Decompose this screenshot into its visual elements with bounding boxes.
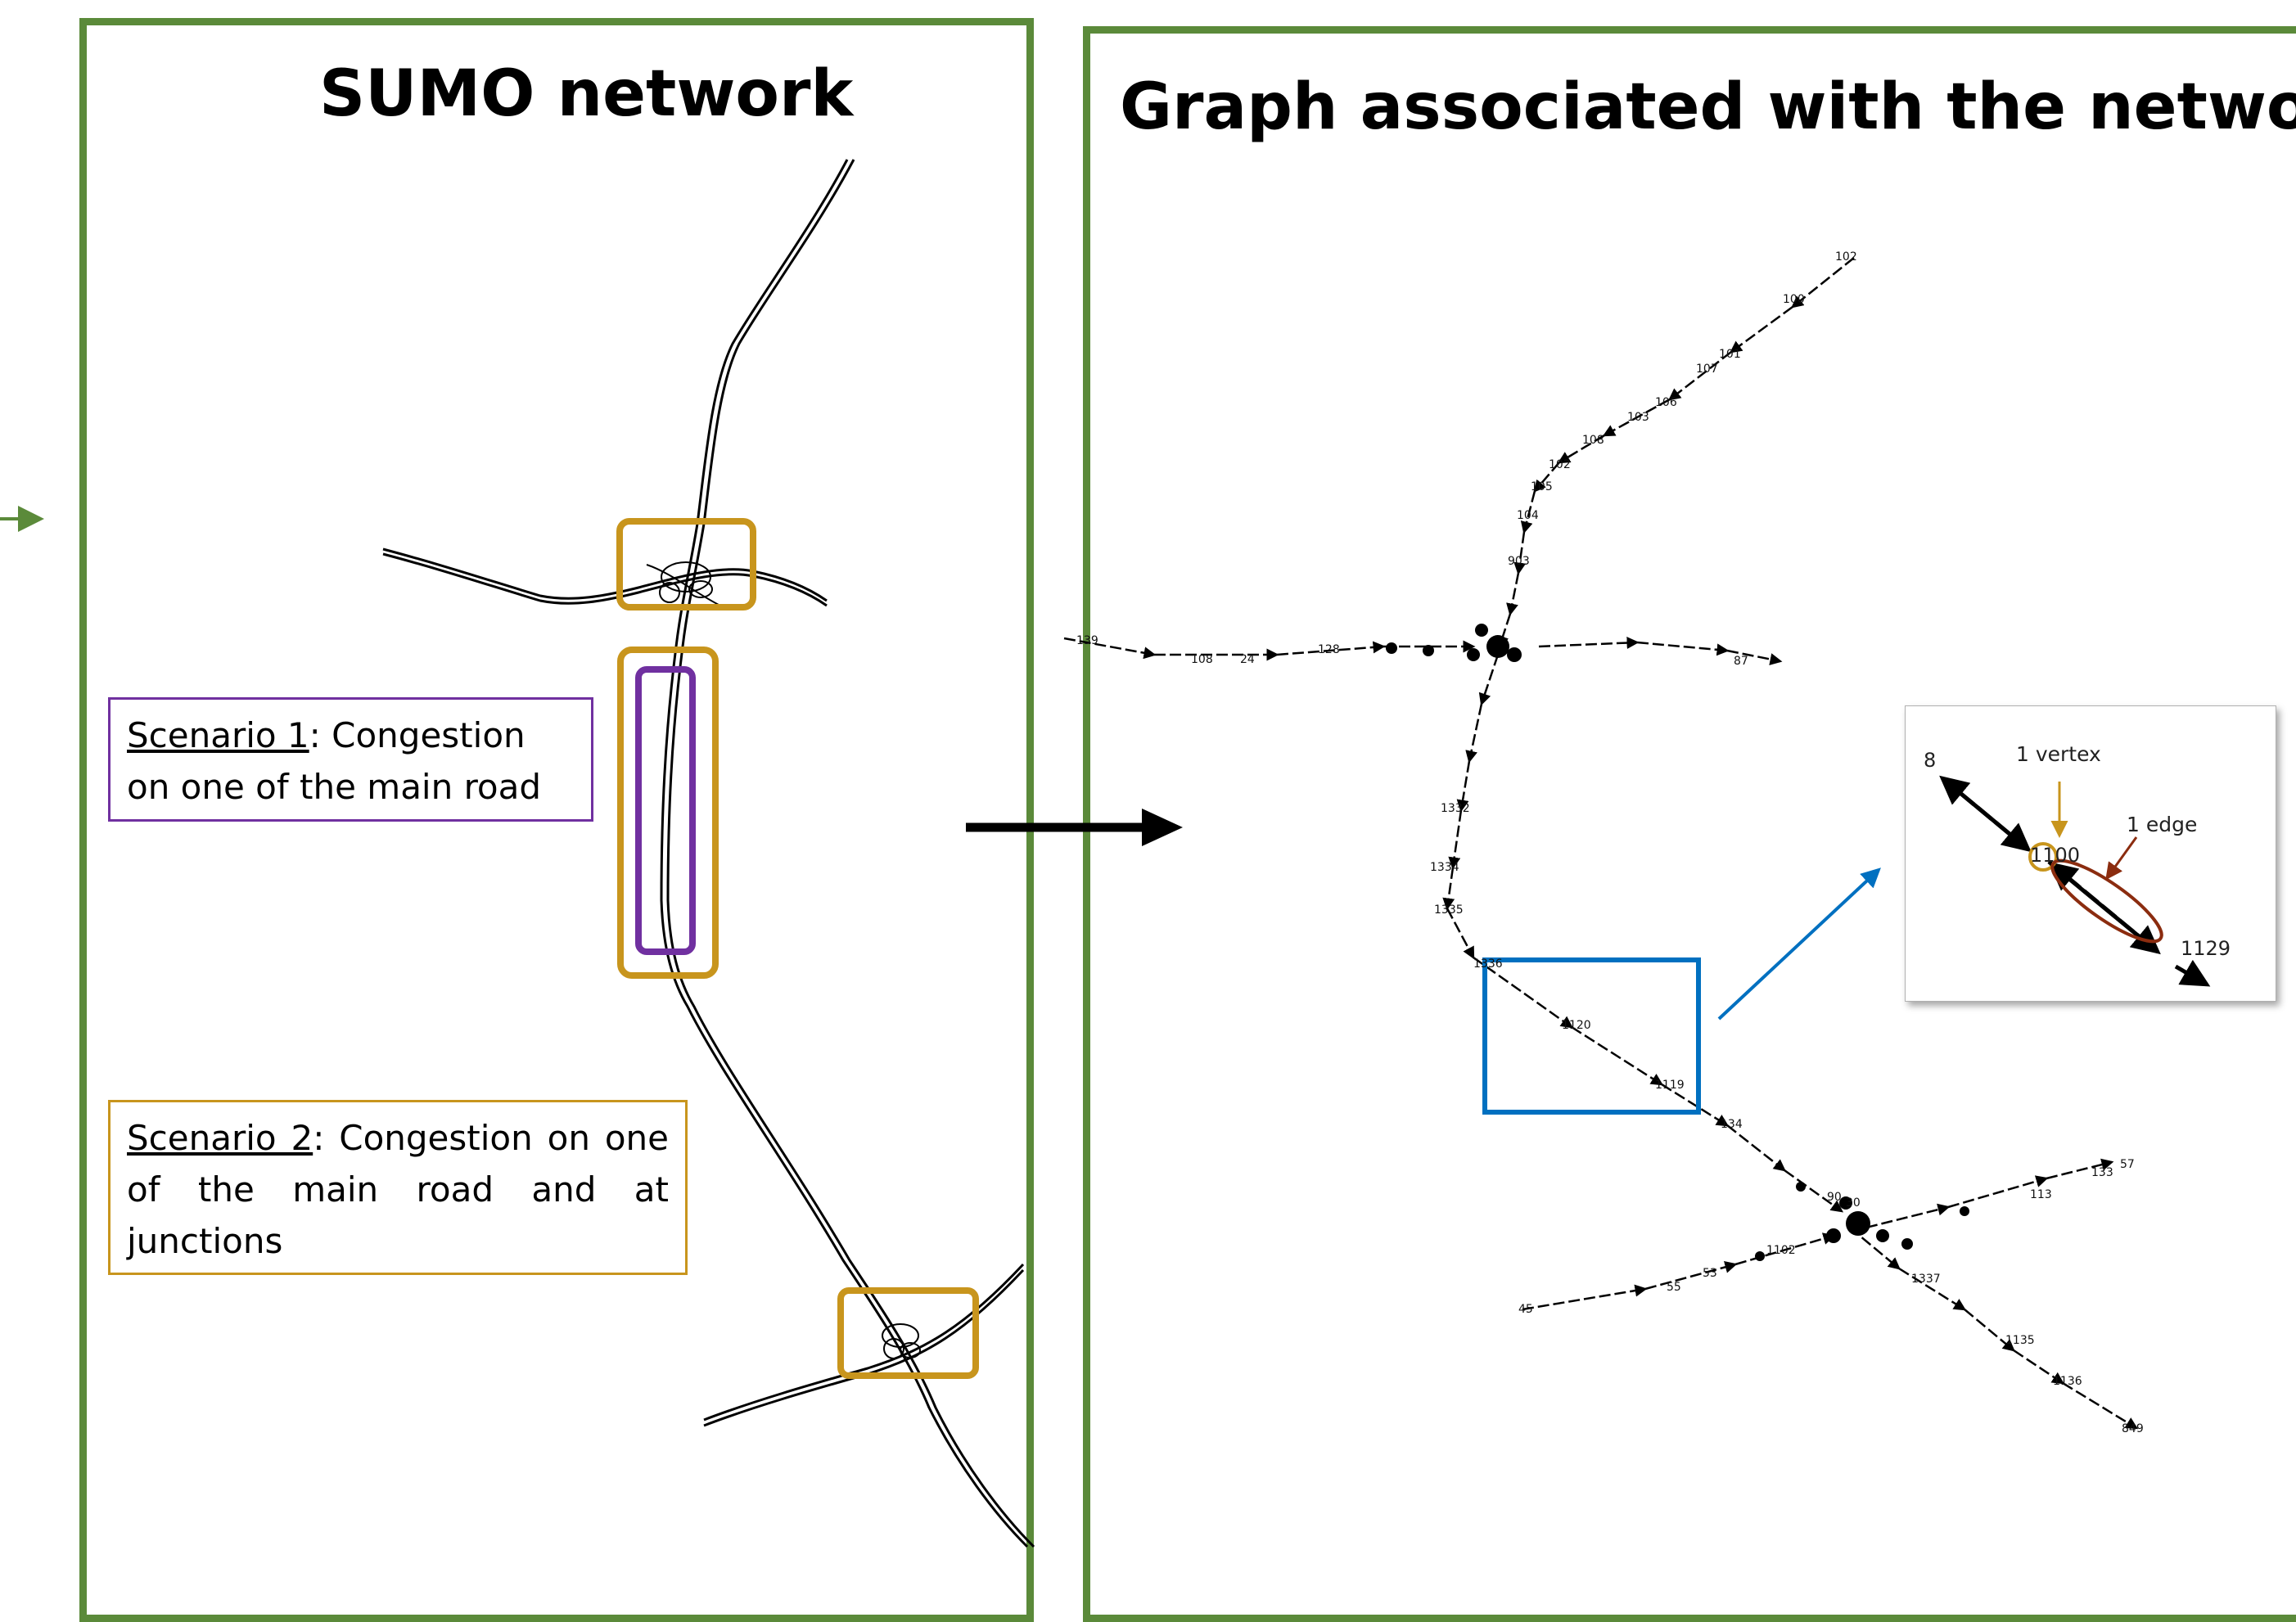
upper-interchange [646, 561, 721, 606]
graph-node-label: 1136 [2053, 1375, 2082, 1388]
scenario-2-label: Scenario 2 [127, 1118, 314, 1158]
graph-node-label: 903 [1508, 555, 1530, 568]
graph-detail-highlight [1482, 957, 1701, 1115]
sumo-network-title: SUMO network [319, 57, 854, 131]
junction-highlight-bottom [837, 1287, 979, 1379]
graph-node-label: 113 [2030, 1188, 2052, 1201]
graph-node-label: 104 [1517, 509, 1539, 522]
graph-node-label: 1334 [1430, 861, 1459, 874]
graph-node-label: 1332 [1441, 802, 1470, 815]
zoom-callout-drawing [1939, 775, 2211, 987]
scenario-1-label: Scenario 1 [127, 715, 309, 755]
graph-node-label: 108 [1191, 653, 1213, 666]
graph-node-label: 1119 [1655, 1079, 1685, 1092]
graph-node-label: 849 [2122, 1422, 2144, 1435]
graph-node-label: 102 [1549, 458, 1571, 471]
scenario-2-text: : Congestion on one of the main road and… [127, 1118, 669, 1261]
zoom-arrow [1717, 867, 1881, 1021]
edge-marker [2050, 858, 2163, 944]
graph-node-label: 108 [1582, 434, 1604, 447]
graph-node-label: 1336 [1473, 957, 1503, 971]
graph-node-label: 45 [1518, 1303, 1533, 1316]
scenario-2-box: Scenario 2: Congestion on one of the mai… [108, 1100, 688, 1275]
callout-node-middle: 1100 [2030, 844, 2081, 867]
graph-node-label: 105 [1531, 480, 1553, 493]
graph-vertex-clusters [1386, 624, 1969, 1261]
junction-highlight-top [616, 518, 756, 611]
callout-node-top: 8 [1924, 749, 1937, 772]
vertex-marker [2028, 842, 2058, 872]
graph-node-label: 133 [2091, 1166, 2113, 1179]
graph-node-label: 103 [1627, 411, 1649, 424]
graph-node-label: 87 [1734, 655, 1748, 668]
graph-node-label: 134 [1721, 1118, 1743, 1131]
scenario-1-box: Scenario 1: Congestion on one of the mai… [108, 697, 593, 822]
graph-node-label: 107 [1696, 363, 1718, 376]
graph-node-label: 1337 [1911, 1273, 1941, 1286]
graph-node-label: 24 [1240, 653, 1255, 666]
graph-title: Graph associated with the network [1120, 70, 2296, 144]
graph-node-label: 57 [2120, 1158, 2135, 1171]
scenario-1-text: : Congestion on one of the main road [127, 715, 542, 807]
graph-edges [1063, 257, 2139, 1430]
graph-node-label: 1335 [1434, 903, 1464, 917]
upper-cross-road [382, 547, 828, 607]
graph-node-label: 106 [1655, 396, 1677, 409]
graph-node-label: 53 [1703, 1267, 1717, 1280]
road-highlight-scenario-1 [635, 666, 696, 955]
graph-node-label: 30 [1846, 1196, 1861, 1210]
sumo-network-map [0, 159, 1183, 1548]
road-highlight-scenario-2 [617, 647, 719, 979]
graph-node-label: 1135 [2005, 1334, 2035, 1347]
graph-node-label: 100 [1783, 293, 1805, 306]
graph-node-label: 90 [1827, 1191, 1842, 1204]
vertex-label: 1 vertex [2016, 742, 2101, 766]
graph-node-label: 102 [1835, 250, 1857, 264]
graph-node-label: 128 [1318, 643, 1340, 656]
zoom-callout: 1 vertex 1 edge 8 1100 1129 [1905, 705, 2276, 1002]
graph-node-label: 55 [1667, 1281, 1681, 1294]
graph-node-label: 101 [1719, 348, 1741, 361]
graph-node-label: 1120 [1562, 1019, 1591, 1032]
lower-interchange [882, 1323, 921, 1359]
network-graph [1063, 257, 2139, 1430]
callout-node-bottom: 1129 [2181, 937, 2231, 960]
edge-label: 1 edge [2127, 813, 2198, 836]
graph-node-label: 139 [1076, 634, 1098, 647]
graph-node-label: 1102 [1766, 1244, 1796, 1257]
